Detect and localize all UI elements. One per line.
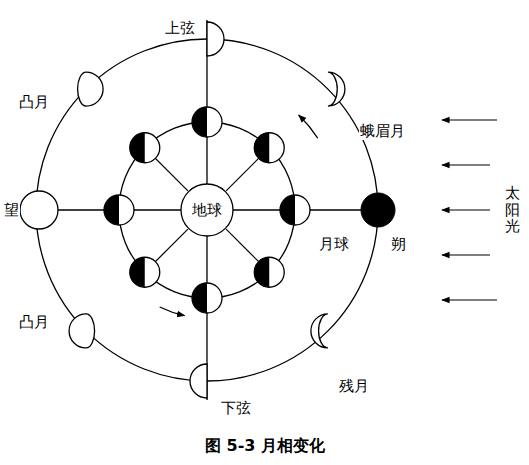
sunlight-arrow xyxy=(442,119,497,120)
earth-circle: 地球 xyxy=(180,183,234,237)
orbit-moon xyxy=(254,133,284,163)
phase-shape xyxy=(78,72,104,106)
orbit-moon xyxy=(192,283,222,313)
orbit-moon xyxy=(130,133,160,163)
phase-label: 蛾眉月 xyxy=(359,122,406,140)
sunlight-arrow xyxy=(442,299,497,300)
sunlight-arrow xyxy=(442,209,490,210)
phase-label: 下弦 xyxy=(220,399,252,417)
phase-label: 朔 xyxy=(390,235,407,253)
orbit-moon xyxy=(192,107,222,137)
orbit-moon xyxy=(280,195,310,225)
direction-arrow xyxy=(299,115,318,138)
phase-shape xyxy=(190,364,207,398)
phase-label: 凸月 xyxy=(18,313,50,331)
phase-label: 上弦 xyxy=(164,19,196,37)
sunlight-label: 太阳光 xyxy=(504,185,521,235)
node-text: 地球 xyxy=(192,201,222,220)
orbit-moon xyxy=(130,257,160,287)
phase-shape xyxy=(311,314,328,348)
phase-shape xyxy=(328,72,345,106)
sunlight-arrow xyxy=(442,254,490,255)
orbit-moon xyxy=(104,195,134,225)
new-moon xyxy=(361,193,395,227)
phase-shape xyxy=(207,22,224,56)
sunlight-arrow xyxy=(442,164,490,165)
phase-label: 望 xyxy=(3,201,20,219)
direction-arrow xyxy=(160,307,185,316)
phase-shape xyxy=(69,314,95,348)
phase-label: 残月 xyxy=(338,377,370,395)
phase-label: 凸月 xyxy=(18,93,50,111)
full-moon xyxy=(20,191,58,229)
figure-caption: 图 5-3 月相变化 xyxy=(205,436,325,457)
moon-label: 月球 xyxy=(318,235,350,253)
orbit-moon xyxy=(254,257,284,287)
